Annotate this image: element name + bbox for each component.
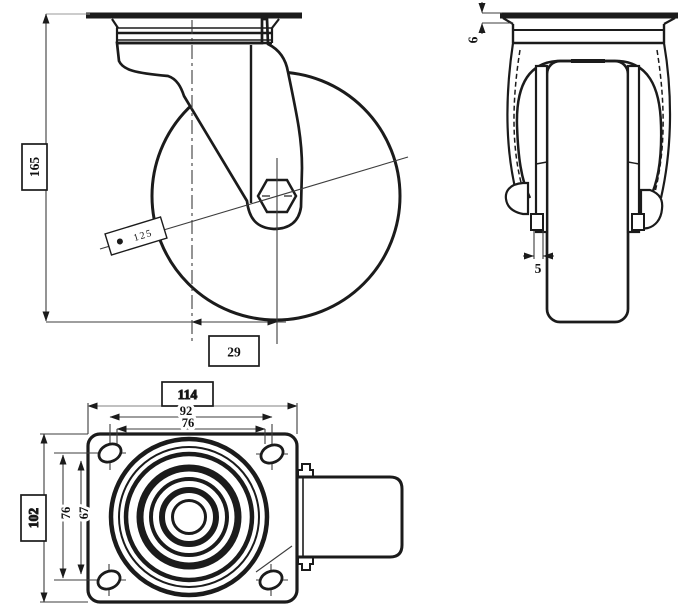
dim-plate-length-group: 114 — [87, 381, 298, 434]
bolt-hole-top-left — [97, 442, 123, 464]
swivel-fork-side — [115, 17, 304, 231]
swivel-housing-front — [502, 17, 676, 45]
fork-leg-right-joint — [627, 161, 640, 165]
fork-tab-bottom — [297, 557, 314, 571]
bolt-hole-top-right — [259, 443, 285, 465]
dim-hole-spacing-92-group: 92 — [109, 401, 273, 421]
fork-leg-left-front — [534, 64, 549, 234]
fork-leg-left-joint — [535, 161, 548, 165]
fork-outer-curve-right — [659, 42, 672, 199]
dim-plate-thickness: 6 — [466, 36, 481, 43]
wheel-top-view — [297, 463, 404, 571]
side-view: 125 165 29 — [21, 12, 409, 367]
bolt-hole-bottom-right — [258, 569, 284, 591]
dim-hole-spacing-67: 67 — [77, 507, 91, 520]
bolt-holes — [96, 442, 285, 591]
diameter-dot-icon — [116, 238, 123, 245]
fork-outer-curve-left — [506, 42, 519, 197]
dim-swivel-offset-group: 29 — [191, 318, 278, 367]
dim-plate-length: 114 — [178, 387, 198, 402]
dim-hole-spacing-67-group: 67 — [74, 460, 94, 575]
fork-hidden-curve-left — [513, 49, 524, 191]
fork-hidden-curve-right — [654, 49, 664, 193]
dim-plate-width: 102 — [26, 508, 41, 529]
dim-wheel-diameter: 125 — [132, 228, 154, 244]
fork-tab-left — [504, 181, 530, 216]
dim-hole-spacing-76h: 76 — [182, 416, 195, 430]
fork-foot-left — [530, 213, 544, 231]
dim-hole-spacing-76v: 76 — [59, 507, 73, 520]
wheel-diameter-label: 125 — [104, 216, 168, 256]
dim-hole-spacing-76v-group: 76 — [56, 454, 76, 579]
dim-leg-thickness: 5 — [535, 261, 542, 276]
fork-tab-top — [297, 463, 314, 477]
swivel-bearing-rings — [108, 436, 270, 598]
fork-foot-right — [631, 213, 645, 231]
mounting-plate-front — [500, 12, 678, 19]
dim-hole-spacing-76h-group: 76 — [116, 413, 266, 444]
wheel-outline-top-view — [297, 475, 404, 559]
hole-slot-leader — [255, 545, 293, 573]
fork-tab-right — [639, 188, 664, 231]
fork-leg-right-front — [626, 64, 641, 234]
front-view: 6 5 — [463, 2, 678, 324]
plate-view: 114 92 76 102 76 67 — [20, 381, 404, 604]
wheel-front — [545, 59, 630, 324]
dim-plate-width-group: 102 — [20, 433, 88, 603]
dim-hole-spacing-92: 92 — [180, 404, 193, 418]
bolt-hole-bottom-left — [96, 569, 122, 591]
fork-arch — [515, 59, 663, 199]
dim-overall-height: 165 — [27, 157, 42, 178]
dim-swivel-offset: 29 — [227, 345, 241, 360]
dim-plate-thickness-group: 6 — [463, 2, 512, 46]
swivel-flange-side — [111, 18, 280, 45]
dim-overall-height-group: 165 — [21, 13, 90, 322]
mounting-plate-side — [86, 12, 302, 19]
